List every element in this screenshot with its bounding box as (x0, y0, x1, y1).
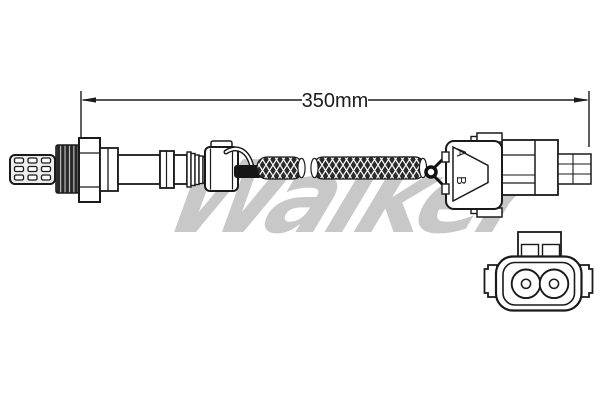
connector-body-oval-inner (502, 261, 576, 306)
terminal-a (441, 151, 450, 163)
oxygen-sensor-drawing (9, 132, 592, 218)
cable-sleeve (234, 165, 262, 178)
sensor-shaft-2 (173, 154, 188, 185)
pin-socket-left (510, 268, 542, 300)
connector-latch (517, 231, 562, 259)
sensor-thread (55, 144, 80, 194)
arrowhead-left-icon (81, 97, 96, 103)
hex-nut (78, 137, 101, 203)
connector-pins (557, 153, 592, 185)
washer-ring (99, 147, 119, 192)
mounting-wing-left (483, 264, 498, 298)
tip-louver-slots (13, 157, 52, 181)
pin-label-b: B (454, 176, 469, 185)
connector-plug-housing (441, 132, 503, 218)
mounting-wing-right (579, 264, 594, 298)
cable-break-marks (297, 157, 428, 179)
cable-braid-segment-2 (312, 156, 426, 180)
cable-braid-segment-1 (256, 156, 304, 180)
terminal-b (441, 183, 450, 195)
lead-wire (223, 146, 255, 170)
pin-label-a: A (454, 148, 469, 157)
plug-inner-wedge (452, 145, 489, 203)
wire-shield-box (204, 140, 239, 192)
arrowhead-right-icon (574, 97, 589, 103)
sensor-shaft (117, 154, 161, 185)
connector-face-view (483, 231, 594, 312)
sensor-tip (9, 154, 56, 185)
connector-rear-assembly (501, 139, 592, 196)
pin-socket-right (538, 268, 570, 300)
dimension-annotation (80, 91, 590, 147)
shaft-collar (159, 150, 175, 189)
dimension-label: 350mm (302, 90, 369, 112)
